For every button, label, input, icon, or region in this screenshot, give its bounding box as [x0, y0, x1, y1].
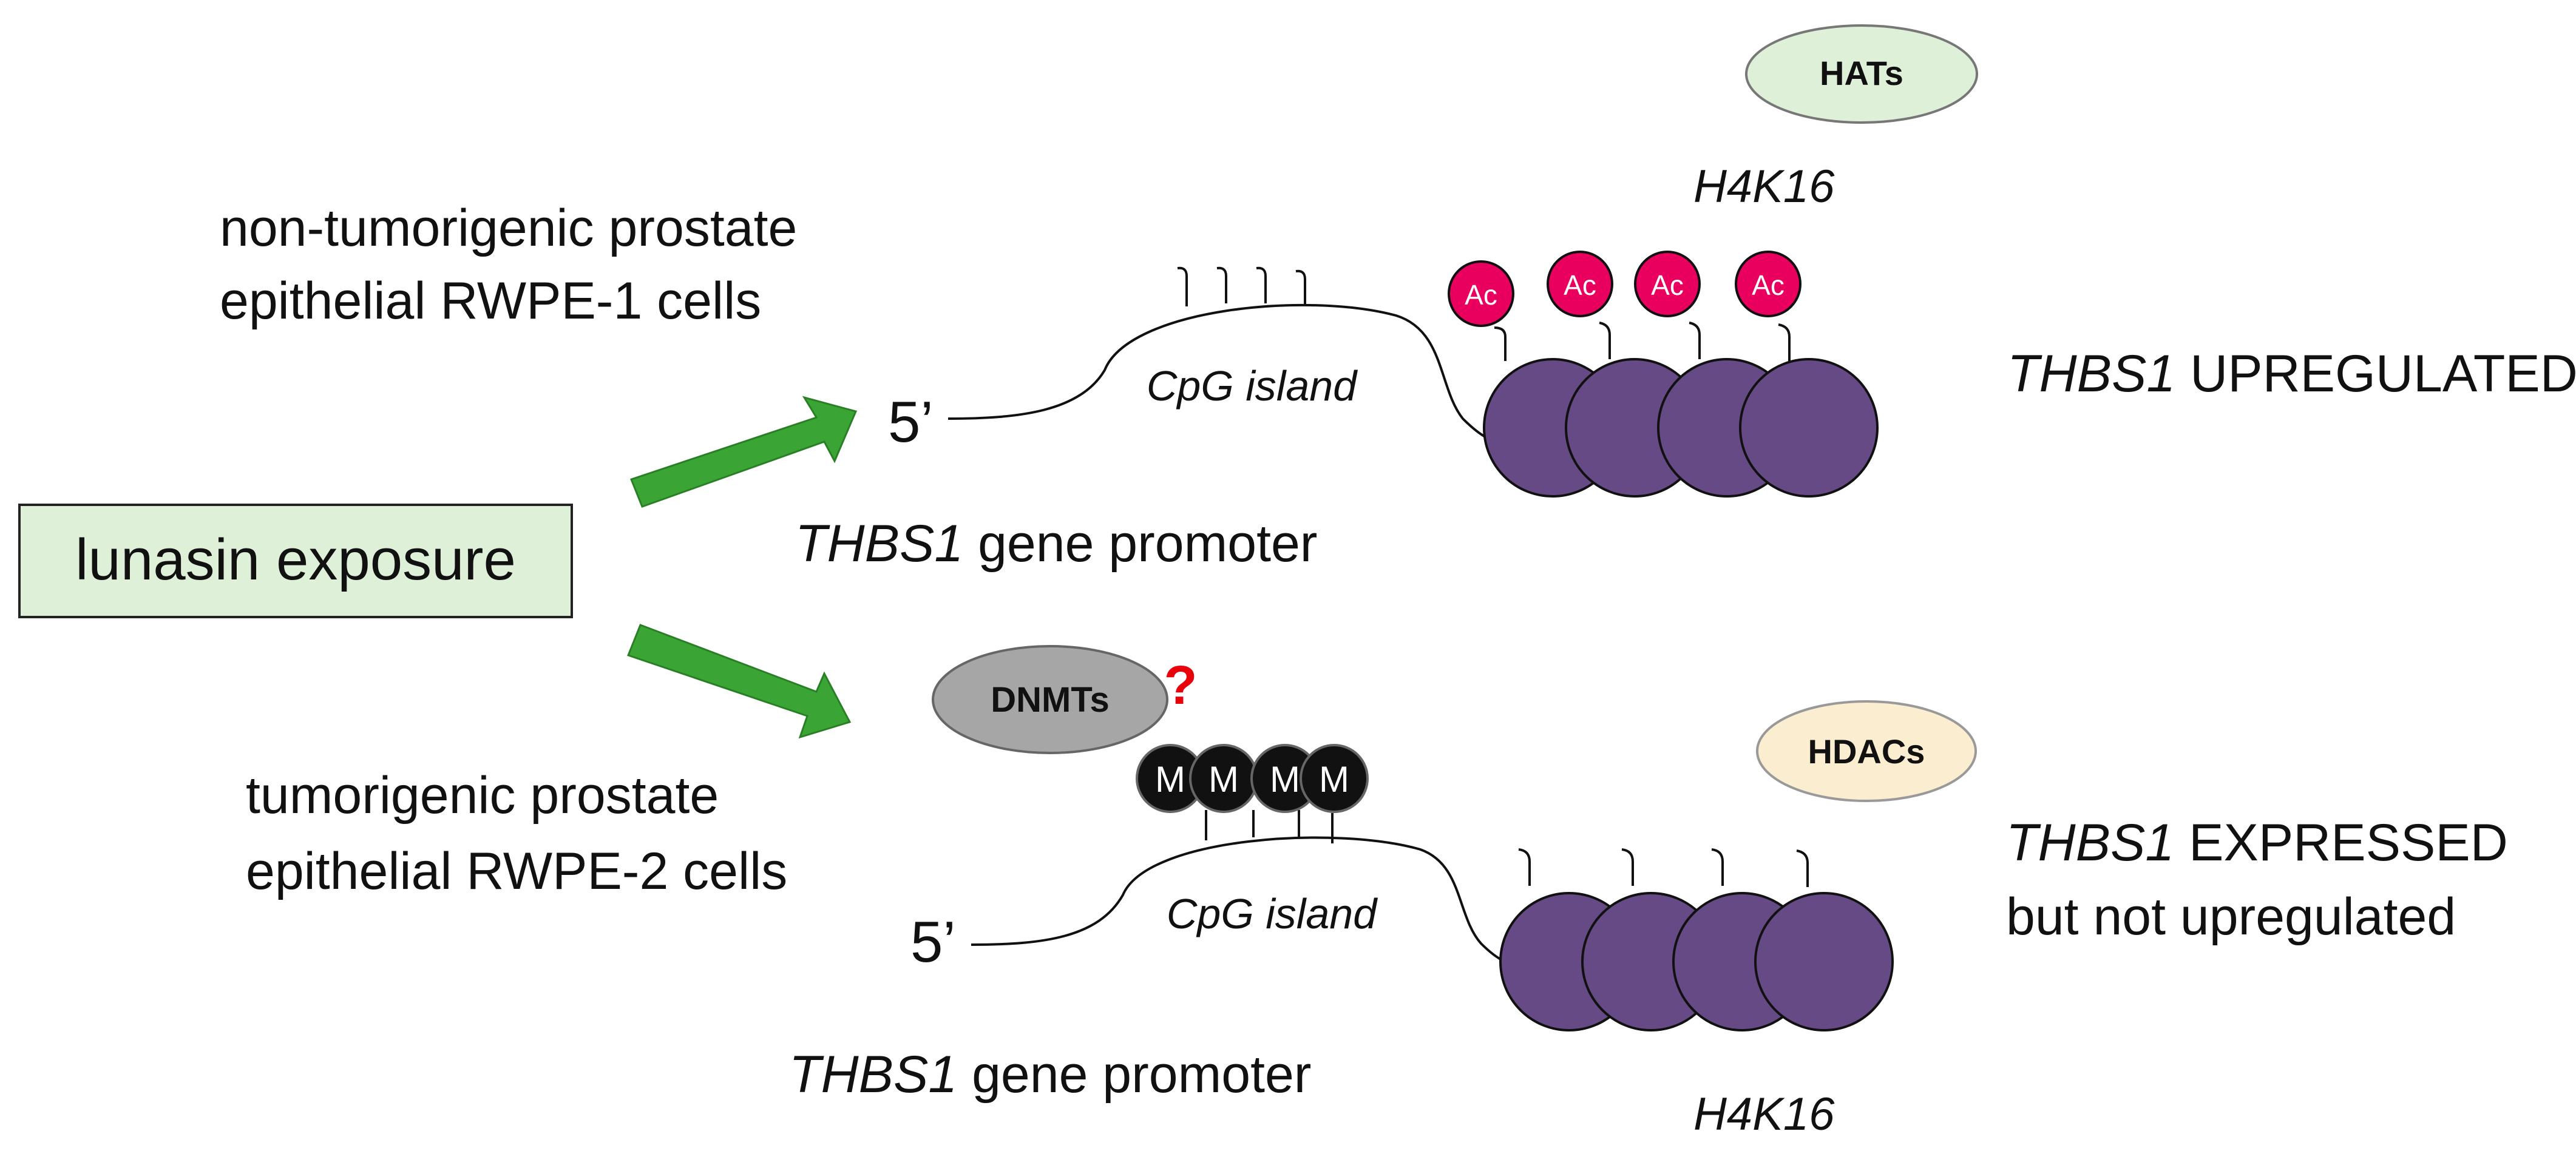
top-outcome: THBS1 UPREGULATED: [2007, 345, 2576, 403]
top-cell-line1: non-tumorigenic prostate: [220, 199, 797, 257]
hdacs-label: HDACs: [1808, 732, 1925, 771]
bottom-promoter-gene: THBS1: [789, 1045, 957, 1104]
top-cell-line2: epithelial RWPE-1 cells: [220, 272, 761, 330]
bottom-nucleosomes: [1499, 892, 1894, 1031]
acetyl-label-1: Ac: [1465, 279, 1497, 311]
bottom-dna-strand: [971, 836, 1524, 967]
top-nucleosome-4: [1739, 358, 1879, 498]
methyl-mark-4: [1300, 744, 1369, 813]
top-histone-tails: [1494, 322, 1791, 361]
bottom-outcome-gene: THBS1: [2006, 814, 2174, 872]
top-acetyl-marks: Ac Ac Ac Ac: [1448, 251, 1802, 327]
acetyl-mark-1: [1448, 260, 1514, 327]
bottom-cell-line2: epithelial RWPE-2 cells: [246, 842, 787, 900]
bottom-cell-line1: tumorigenic prostate: [246, 766, 719, 825]
bottom-promoter-suffix: gene promoter: [957, 1045, 1311, 1104]
top-outcome-gene: THBS1: [2007, 345, 2175, 403]
bottom-histone-mark: H4K16: [1693, 1089, 1835, 1140]
hats-label: HATs: [1820, 54, 1903, 92]
bottom-prime-label: 5’: [910, 910, 956, 974]
methyl-label-3: M: [1270, 759, 1300, 800]
bottom-nucleosome-4: [1754, 892, 1894, 1031]
bottom-methyl-marks: M M M M: [1136, 744, 1369, 813]
top-nucleosomes: [1483, 358, 1879, 498]
top-promoter-label: THBS1 gene promoter: [795, 515, 1317, 573]
top-prime-label: 5’: [888, 390, 934, 454]
acetyl-label-3: Ac: [1651, 269, 1684, 301]
top-outcome-suffix: UPREGULATED: [2175, 345, 2576, 403]
acetyl-label-2: Ac: [1564, 269, 1596, 301]
hats-enzyme: HATs: [1745, 24, 1978, 124]
acetyl-label-4: Ac: [1752, 269, 1785, 301]
dnmts-enzyme: DNMTs: [932, 645, 1168, 754]
lunasin-box: lunasin exposure: [18, 504, 573, 618]
lunasin-label: lunasin exposure: [75, 527, 516, 592]
arrow-to-rwpe1: [630, 396, 858, 508]
acetyl-mark-3: [1634, 251, 1701, 317]
top-promoter-gene: THBS1: [795, 515, 963, 573]
top-histone-mark: H4K16: [1693, 161, 1835, 212]
hdacs-enzyme: HDACs: [1756, 700, 1977, 802]
dnmts-label: DNMTs: [991, 680, 1109, 720]
bottom-cpg-label: CpG island: [1167, 890, 1378, 937]
arrow-to-rwpe2: [627, 624, 852, 739]
top-cpg-label: CpG island: [1147, 362, 1358, 410]
acetyl-mark-4: [1735, 251, 1802, 317]
methyl-label-2: M: [1208, 759, 1239, 800]
bottom-histone-tails: [1518, 848, 1809, 887]
question-mark: ?: [1164, 655, 1198, 716]
bottom-outcome-line1: THBS1 EXPRESSED: [2006, 814, 2508, 872]
acetyl-mark-2: [1547, 251, 1613, 317]
top-cpg-sites: [1177, 266, 1306, 306]
bottom-outcome-line2: but not upregulated: [2006, 888, 2456, 946]
bottom-promoter-label: THBS1 gene promoter: [789, 1045, 1311, 1104]
top-dna-strand: [947, 303, 1506, 444]
methyl-label-4: M: [1319, 759, 1349, 800]
methyl-label-1: M: [1155, 759, 1185, 800]
top-promoter-suffix: gene promoter: [963, 515, 1317, 573]
bottom-outcome-suffix: EXPRESSED: [2174, 814, 2508, 872]
